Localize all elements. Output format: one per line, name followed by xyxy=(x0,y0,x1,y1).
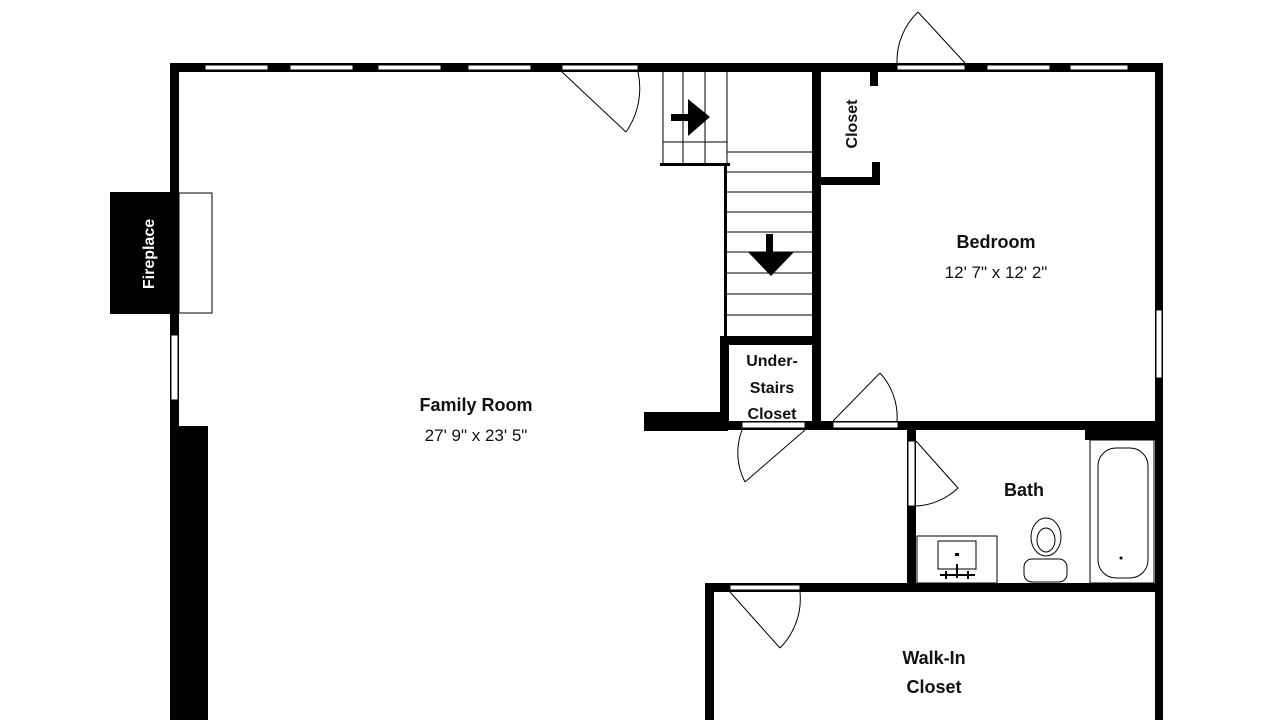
bedroom-label: Bedroom xyxy=(956,232,1035,252)
window xyxy=(561,64,639,71)
family-room-label: Family Room xyxy=(419,395,532,415)
window xyxy=(377,64,442,71)
left-wall-thick-segment xyxy=(179,426,208,720)
family-room-door xyxy=(561,71,641,133)
closet-stub xyxy=(870,72,878,86)
walk-in-door-leaf xyxy=(729,591,781,649)
closet-stub xyxy=(872,162,880,185)
bedroom-bottom-wall xyxy=(728,421,1163,430)
toilet-tank xyxy=(1023,558,1068,583)
bedroom-closet: Closet xyxy=(821,72,880,185)
under-stairs-label-1: Under- xyxy=(746,353,798,370)
under-stairs-door xyxy=(737,429,806,483)
left-window xyxy=(170,334,179,401)
door-leaf xyxy=(561,71,627,133)
stair-bottom-wall xyxy=(720,336,820,345)
top-wall xyxy=(170,63,1163,72)
fireplace: Fireplace xyxy=(110,192,213,314)
stair-arrow-right-icon xyxy=(671,99,710,136)
sink-drain xyxy=(955,553,959,556)
door-leaf xyxy=(917,11,966,64)
stair-wall xyxy=(724,163,727,343)
fireplace-block xyxy=(110,192,178,314)
walk-in-closet: Walk-In Closet xyxy=(705,583,1163,720)
window xyxy=(896,64,966,71)
window xyxy=(467,64,532,71)
closet-left-wall xyxy=(720,336,729,428)
bath-top-block xyxy=(1085,426,1155,440)
partition-block xyxy=(644,412,728,431)
door-swing xyxy=(896,11,919,64)
walk-in-door-swing xyxy=(779,591,801,649)
under-stairs-label-2: Stairs xyxy=(750,380,795,397)
fireplace-label: Fireplace xyxy=(141,219,158,289)
outer-walls xyxy=(170,63,1163,720)
under-stairs-closet: Under- Stairs Closet xyxy=(720,336,798,428)
door-swing xyxy=(879,372,898,422)
bathtub-drain xyxy=(1119,556,1123,560)
window xyxy=(986,64,1051,71)
stairs xyxy=(660,72,821,427)
under-stairs-label-3: Closet xyxy=(748,406,798,423)
bathtub-basin xyxy=(1097,447,1149,579)
walk-in-door-gap xyxy=(729,584,801,591)
family-room-dimensions: 27' 9" x 23' 5" xyxy=(425,426,528,445)
door-leaf xyxy=(832,372,881,422)
bath-door-leaf xyxy=(915,440,959,489)
stair-wall xyxy=(660,163,730,166)
walk-in-label-1: Walk-In xyxy=(902,648,965,668)
fireplace-hearth xyxy=(178,192,213,314)
walk-in-label-2: Closet xyxy=(906,677,961,697)
door-leaf xyxy=(744,429,806,483)
door-gap xyxy=(741,421,806,429)
window xyxy=(1069,64,1129,71)
bath-door-gap xyxy=(907,440,916,507)
bath-left-wall xyxy=(907,426,916,592)
right-window xyxy=(1155,309,1163,379)
right-wall xyxy=(1155,63,1163,720)
bath: Bath xyxy=(907,426,1155,592)
stair-arrow-down-icon xyxy=(748,234,794,276)
walk-in-top-wall xyxy=(705,583,1163,592)
closet-label: Closet xyxy=(844,99,861,149)
door-gap xyxy=(832,421,899,429)
bedroom-exterior-door xyxy=(896,11,966,64)
closet-bottom-wall xyxy=(821,177,880,185)
stair-right-wall xyxy=(812,72,821,427)
door-swing xyxy=(625,71,641,133)
bedroom-door xyxy=(832,372,898,422)
walk-in-left-wall xyxy=(705,583,714,720)
bath-label: Bath xyxy=(1004,480,1044,500)
top-windows xyxy=(204,64,1129,71)
window xyxy=(289,64,354,71)
window xyxy=(204,64,269,71)
door-swing xyxy=(737,429,746,483)
bath-door-swing xyxy=(915,487,959,507)
faucet-icon xyxy=(940,564,975,579)
toilet-seat xyxy=(1036,527,1056,553)
bedroom-dimensions: 12' 7" x 12' 2" xyxy=(945,263,1048,282)
